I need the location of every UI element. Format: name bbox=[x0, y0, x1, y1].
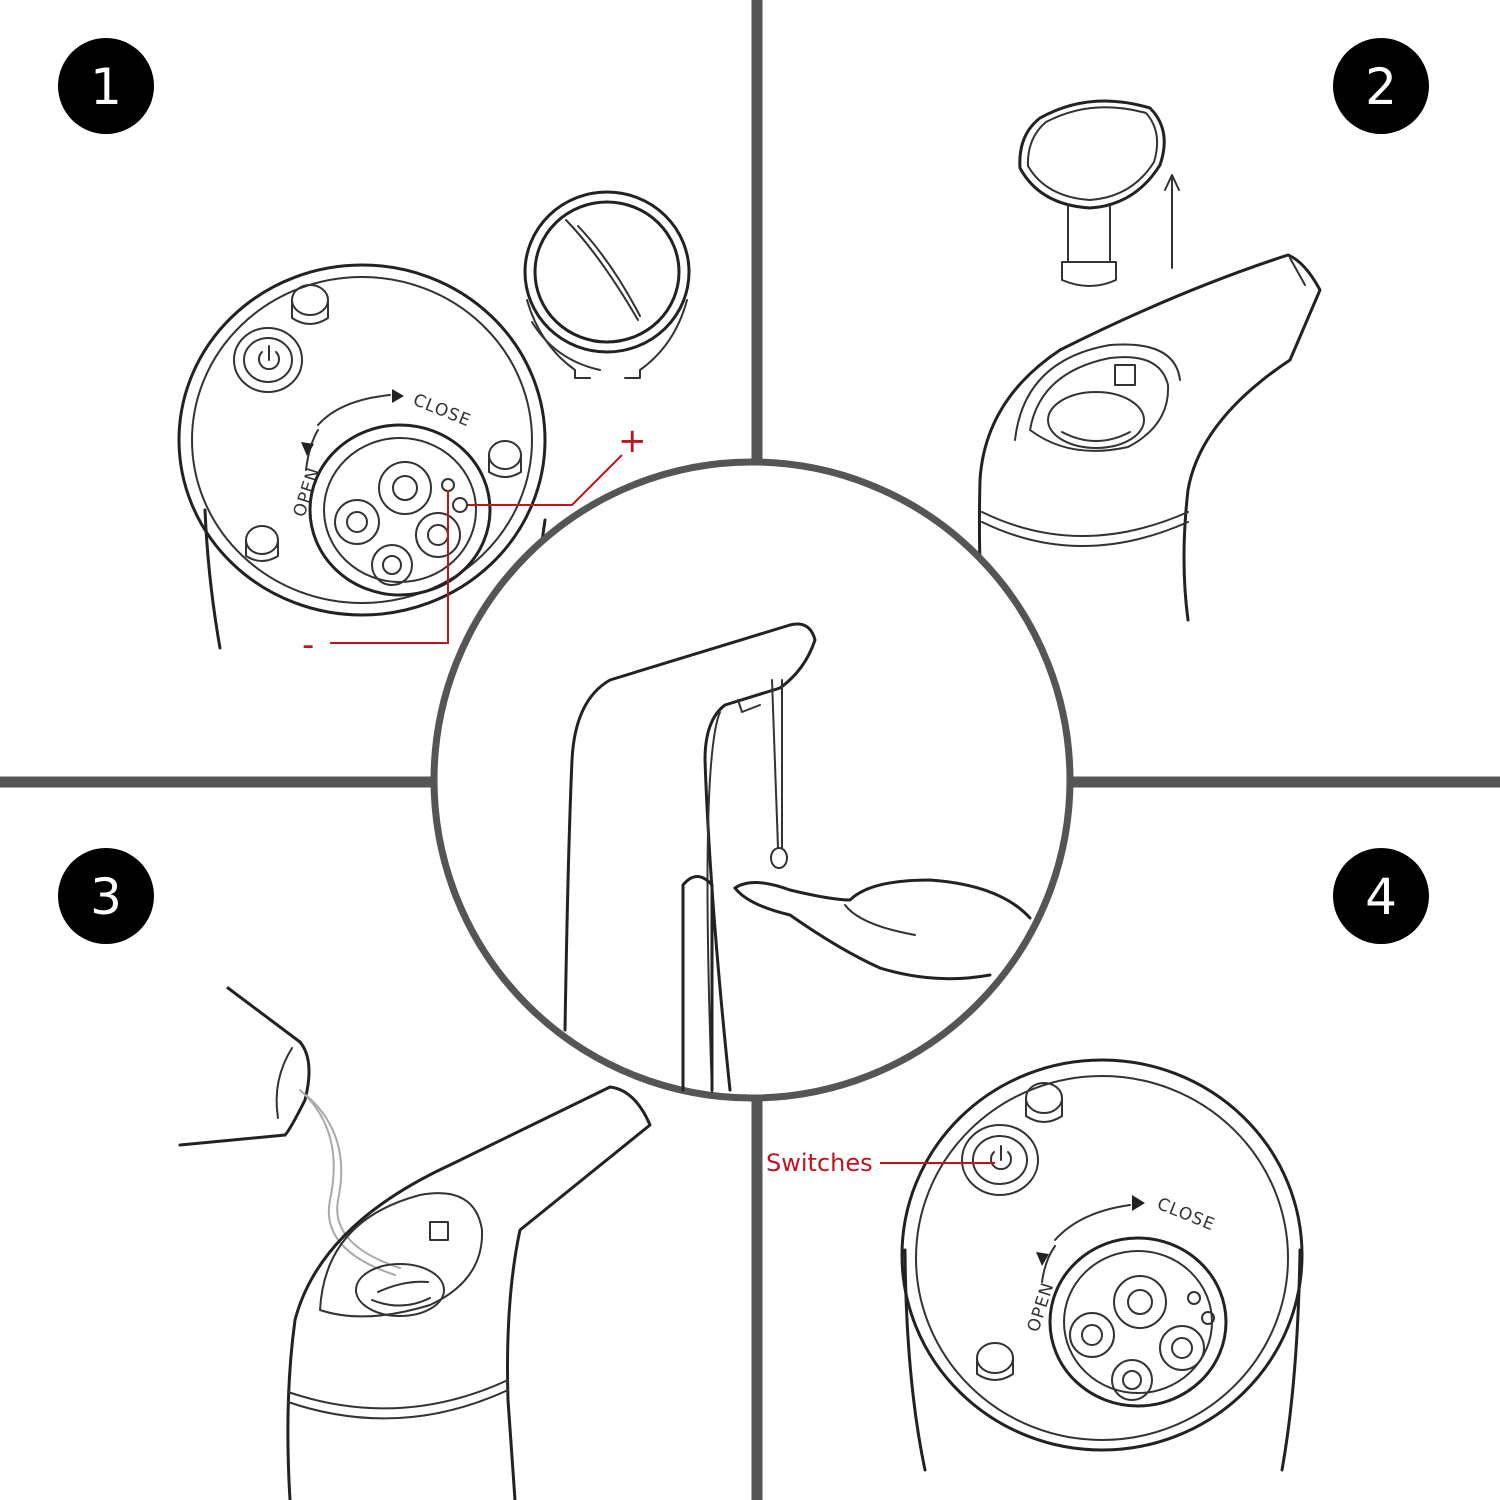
screw-post bbox=[245, 525, 279, 562]
dial-arrow-close bbox=[392, 389, 404, 403]
step2-illustration bbox=[977, 99, 1322, 622]
step1-illustration: CLOSE OPEN + - bbox=[177, 190, 691, 665]
switches-label: Switches bbox=[766, 1149, 873, 1177]
step4-illustration: Switches CLOSE OPEN bbox=[766, 1058, 1304, 1472]
step-number: 4 bbox=[1365, 868, 1397, 926]
negative-sign: - bbox=[302, 625, 314, 665]
negative-terminal bbox=[441, 478, 455, 492]
hand bbox=[733, 878, 1032, 981]
screw-post bbox=[291, 284, 329, 325]
step3-illustration bbox=[178, 986, 652, 1500]
step-badge-3: 3 bbox=[58, 848, 154, 944]
center-illustration bbox=[430, 458, 1074, 1102]
dial-arrow-open bbox=[1036, 1252, 1049, 1266]
screw-post bbox=[976, 1342, 1014, 1381]
step-number: 2 bbox=[1365, 58, 1397, 116]
dial-close-label: CLOSE bbox=[410, 390, 474, 431]
refill-bottle bbox=[178, 986, 311, 1147]
step-badge-2: 2 bbox=[1333, 38, 1429, 134]
center-frame bbox=[430, 458, 1074, 1102]
screw-post bbox=[488, 440, 522, 478]
screw-post bbox=[1025, 1082, 1063, 1123]
dial-arrow-open bbox=[301, 442, 314, 456]
step-number: 1 bbox=[90, 58, 122, 116]
positive-sign: + bbox=[618, 421, 647, 461]
soap-drip bbox=[770, 679, 788, 869]
dial-open-label: OPEN bbox=[1024, 1280, 1059, 1335]
step-badge-4: 4 bbox=[1333, 848, 1429, 944]
dial-close-label: CLOSE bbox=[1154, 1194, 1218, 1235]
power-icon bbox=[233, 327, 303, 393]
positive-terminal bbox=[452, 497, 468, 513]
step-number: 3 bbox=[90, 868, 122, 926]
power-icon bbox=[961, 1124, 1039, 1196]
arrow-up-icon bbox=[1164, 174, 1180, 269]
pump-lid bbox=[1018, 99, 1166, 287]
battery-cells bbox=[1069, 1275, 1205, 1401]
step-badge-1: 1 bbox=[58, 38, 154, 134]
battery-cells bbox=[334, 461, 461, 586]
dial-arrow-close bbox=[1132, 1195, 1145, 1211]
battery-cover bbox=[523, 190, 691, 379]
